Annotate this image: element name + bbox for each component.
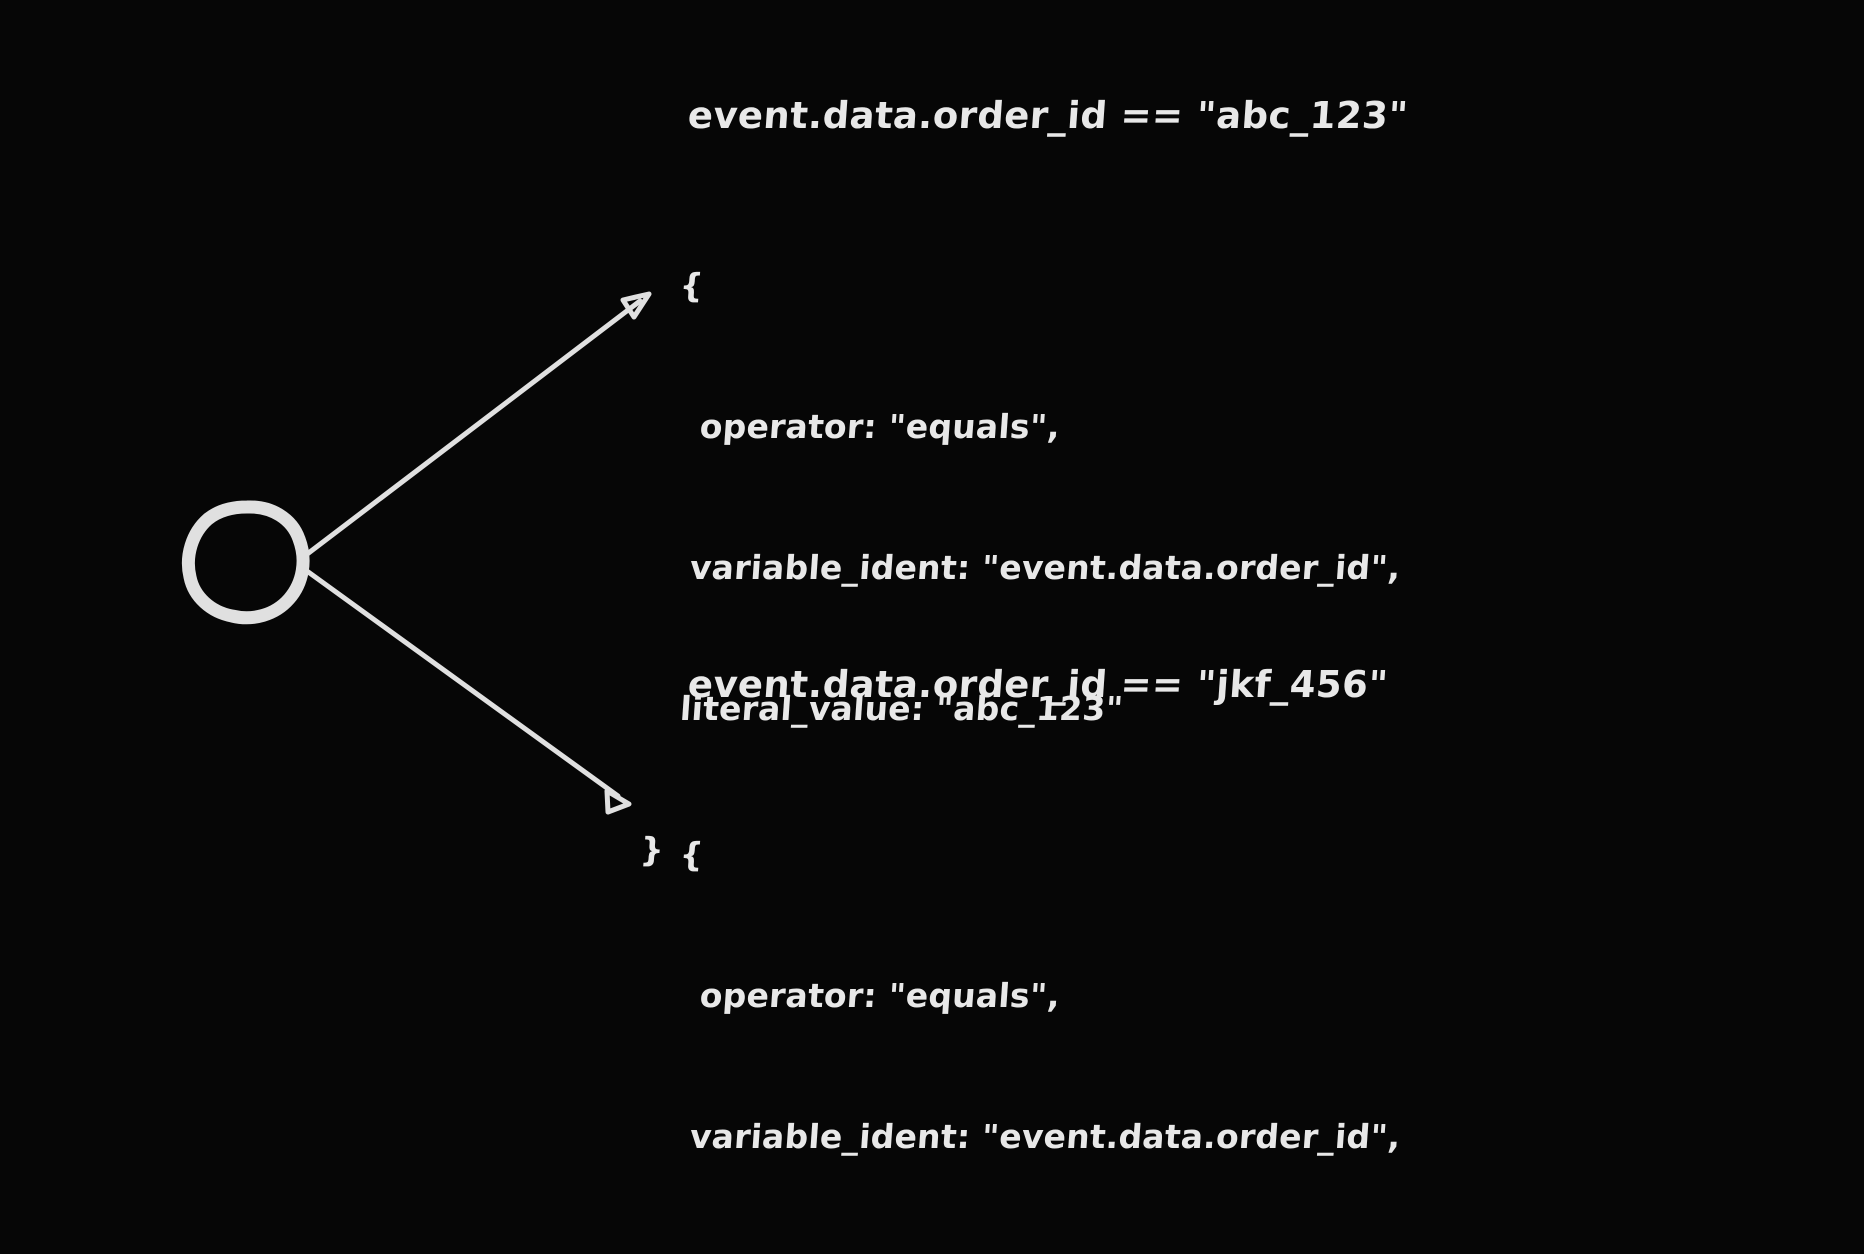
root-node[interactable] [181, 500, 310, 625]
edge-to-condition-1 [299, 291, 652, 561]
edge-to-condition-2 [297, 563, 632, 815]
json-line-operator: operator: "equals", [698, 976, 1062, 1015]
json-line-variable-ident: variable_ident: "event.data.order_id", [688, 1117, 1402, 1156]
condition-block-2: event.data.order_id == "jkf_456" { opera… [678, 661, 1428, 1254]
root-node-circle-shape [181, 500, 310, 625]
condition-1-expression: event.data.order_id == "abc_123" [686, 94, 1410, 137]
json-line-open-brace: { [678, 835, 705, 874]
arrowhead-upper-icon [620, 291, 652, 320]
condition-2-json: { operator: "equals", variable_ident: "e… [632, 737, 1428, 1254]
json-line-variable-ident: variable_ident: "event.data.order_id", [688, 548, 1402, 587]
arrowhead-lower-icon [604, 788, 632, 815]
json-line-operator: operator: "equals", [698, 407, 1062, 446]
edge-line-upper [299, 298, 643, 561]
edge-line-lower [297, 563, 621, 799]
json-line-open-brace: { [678, 266, 705, 305]
condition-2-expression: event.data.order_id == "jkf_456" [686, 663, 1390, 706]
